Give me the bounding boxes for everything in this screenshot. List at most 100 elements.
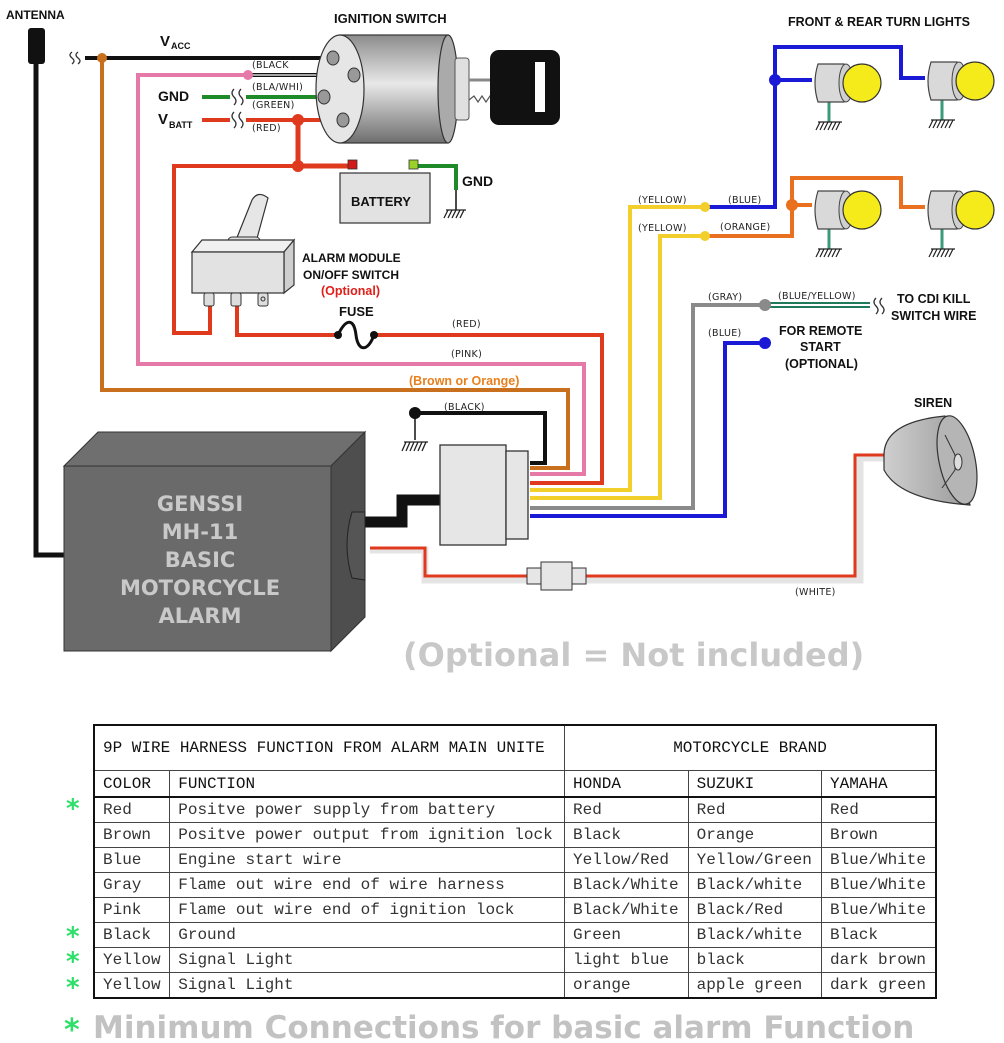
turn-light-bulb-icon <box>927 61 995 129</box>
wire-harness-table: 9P WIRE HARNESS FUNCTION FROM ALARM MAIN… <box>93 724 937 999</box>
header-function: FUNCTION <box>169 770 565 798</box>
header-honda: HONDA <box>564 770 689 798</box>
remote-start-label-2: START <box>800 340 841 354</box>
siren-wire-white <box>370 454 884 584</box>
cell-suzuki: Black/white <box>687 872 822 898</box>
wire-label-yellow-2: (YELLOW) <box>638 223 687 234</box>
table-title-left: 9P WIRE HARNESS FUNCTION FROM ALARM MAIN… <box>93 724 565 771</box>
cell-honda: Red <box>564 796 689 823</box>
cell-yamaha: Blue/White <box>820 872 937 898</box>
cell-color: Blue <box>93 847 171 873</box>
ignition-key-icon <box>490 50 560 125</box>
table-title-row: 9P WIRE HARNESS FUNCTION FROM ALARM MAIN… <box>93 724 937 771</box>
remote-start-label-3: (OPTIONAL) <box>785 357 858 371</box>
alarm-unit-label-line: GENSSI <box>157 492 243 516</box>
wire-label-blue-yellow: (BLUE/YELLOW) <box>778 291 856 302</box>
brown-wire <box>100 58 570 470</box>
fuse: FUSE <box>334 304 378 350</box>
vacc-label: V <box>160 33 170 50</box>
cell-honda: Black/White <box>564 872 689 898</box>
wire-label-gray: (GRAY) <box>708 292 742 303</box>
header-yamaha: YAMAHA <box>820 770 937 798</box>
cell-yamaha: dark brown <box>820 947 937 973</box>
cell-yamaha: Brown <box>820 822 937 848</box>
cell-color: Yellow <box>93 947 171 973</box>
cell-color: Gray <box>93 872 171 898</box>
pink-wire <box>136 73 586 476</box>
wire-label-orange-light: (ORANGE) <box>720 222 770 233</box>
cell-color: Black <box>93 922 171 948</box>
siren-label: SIREN <box>914 396 952 410</box>
wire-label-blawhi: (BLA/WHI) <box>252 82 303 93</box>
cdi-label-1: TO CDI KILL <box>897 292 971 306</box>
battery: BATTERY GND <box>339 159 493 224</box>
cell-function: Flame out wire end of wire harness <box>169 872 565 898</box>
cell-function: Positve power output from ignition lock <box>169 822 565 848</box>
ground-icon <box>443 209 466 219</box>
cdi-remote-section: (GRAY) (BLUE/YELLOW) TO CDI KILL SWITCH … <box>708 291 976 371</box>
footer-star-icon: * <box>64 1013 80 1043</box>
vbatt-label: V <box>158 111 168 128</box>
cell-suzuki: black <box>687 947 822 973</box>
remote-start-label-1: FOR REMOTE <box>779 324 862 338</box>
wire-label-red: (RED) <box>452 319 481 330</box>
cell-function: Engine start wire <box>169 847 565 873</box>
ignition-terminals <box>317 50 361 128</box>
vacc-sub-label: ACC <box>171 41 191 51</box>
optional-note: (Optional = Not included) <box>403 636 864 674</box>
cell-suzuki: apple green <box>687 972 822 999</box>
table-header-row: COLOR FUNCTION HONDA SUZUKI YAMAHA <box>93 770 937 798</box>
inline-fuse-holder <box>526 561 587 591</box>
wire-break-icons <box>69 51 885 315</box>
cell-honda: light blue <box>564 947 689 973</box>
main-harness-cable <box>362 494 440 528</box>
break-icon <box>873 297 885 315</box>
cell-function: Positve power supply from battery <box>169 796 565 823</box>
turn-light-bulb-icon <box>927 190 995 258</box>
ignition-gnd-label: GND <box>158 88 189 104</box>
battery-gnd-label: GND <box>462 173 493 189</box>
antenna-icon <box>28 28 45 64</box>
header-color: COLOR <box>93 770 171 798</box>
harness-connector <box>439 444 529 546</box>
turn-light-bulb-icon <box>814 190 882 258</box>
cell-suzuki: Red <box>687 796 822 823</box>
red-fuse-wire <box>235 300 604 485</box>
ground-icon <box>401 441 428 452</box>
cell-suzuki: Black/Red <box>687 897 822 923</box>
antenna-wire <box>33 60 66 558</box>
cell-yamaha: Red <box>820 796 937 823</box>
alarm-onoff-switch: ALARM MODULE ON/OFF SWITCH (Optional) <box>190 193 401 307</box>
minimum-connection-star-icon: * <box>66 794 80 824</box>
cdi-label-2: SWITCH WIRE <box>891 309 976 323</box>
yellow-wire-1 <box>530 205 704 492</box>
cell-suzuki: Orange <box>687 822 822 848</box>
siren: SIREN <box>883 396 978 506</box>
minimum-connection-star-icon: * <box>66 972 80 1003</box>
ignition-switch: IGNITION SWITCH V ACC GND V BATT (BLACK … <box>158 11 560 144</box>
yellow-wire-2 <box>530 234 704 500</box>
wire-label-green: (GREEN) <box>252 100 295 111</box>
antenna: ANTENNA <box>6 8 65 64</box>
cell-function: Ground <box>169 922 565 948</box>
black-ground-wire <box>415 411 547 465</box>
wire-label-yellow-1: (YELLOW) <box>638 195 687 206</box>
cell-function: Signal Light <box>169 947 565 973</box>
cell-honda: Black/White <box>564 897 689 923</box>
alarm-unit-label-line: MH-11 <box>162 520 238 544</box>
red-switch-wire <box>172 164 298 335</box>
alarm-switch-label-1: ALARM MODULE <box>302 251 401 265</box>
cell-suzuki: Yellow/Green <box>687 847 822 873</box>
alarm-unit-label-line: BASIC <box>165 548 236 572</box>
cell-color: Yellow <box>93 972 171 999</box>
wire-label-blue-light: (BLUE) <box>728 195 762 206</box>
wire-label-blue-remote: (BLUE) <box>708 328 742 339</box>
header-suzuki: SUZUKI <box>687 770 822 798</box>
alarm-switch-optional-label: (Optional) <box>321 284 380 298</box>
